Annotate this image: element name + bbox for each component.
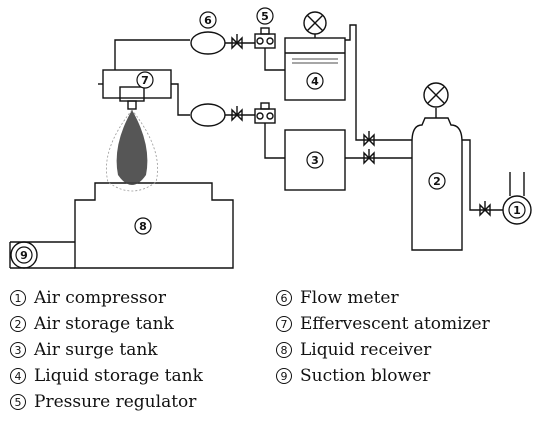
legend-item-flow-meter: 6 Flow meter (276, 288, 399, 308)
marker-liquid-storage-tank: 4 (306, 72, 324, 90)
legend-number: 9 (276, 368, 292, 384)
pressure-regulator-bottom (254, 102, 276, 124)
legend-number: 4 (10, 368, 26, 384)
marker-air-surge-tank: 3 (306, 151, 324, 169)
marker-effervescent-atomizer: 7 (136, 71, 154, 89)
marker-pressure-regulator: 5 (256, 7, 274, 25)
svg-text:2: 2 (433, 175, 441, 188)
legend: 1 Air compressor 2 Air storage tank 3 Ai… (0, 282, 534, 424)
svg-text:5: 5 (261, 10, 269, 23)
legend-label: Air compressor (34, 288, 166, 308)
marker-suction-blower: 9 (15, 246, 33, 264)
marker-flow-meter: 6 (199, 11, 217, 29)
legend-number: 8 (276, 342, 292, 358)
schematic-diagram: 1 2 3 4 5 6 7 8 9 (9, 7, 532, 269)
legend-item-air-surge-tank: 3 Air surge tank (10, 340, 158, 360)
legend-label: Liquid receiver (300, 340, 432, 360)
legend-label: Suction blower (300, 366, 431, 386)
svg-text:6: 6 (204, 14, 212, 27)
valve-top (231, 34, 243, 50)
svg-text:4: 4 (311, 75, 319, 88)
legend-number: 3 (10, 342, 26, 358)
marker-air-compressor: 1 (508, 201, 526, 219)
air-surge-tank (284, 129, 346, 191)
pipe-network (114, 24, 503, 211)
valve-liquid-line (363, 131, 375, 147)
valve-air-line (363, 149, 375, 165)
flow-meter-top (190, 31, 226, 55)
pressure-regulator-top (254, 27, 276, 49)
legend-label: Effervescent atomizer (300, 314, 490, 334)
svg-text:8: 8 (139, 220, 147, 233)
flow-meter-bottom (190, 103, 226, 127)
legend-item-air-compressor: 1 Air compressor (10, 288, 166, 308)
svg-text:7: 7 (141, 74, 149, 87)
svg-text:1: 1 (513, 204, 521, 217)
legend-item-liquid-storage-tank: 4 Liquid storage tank (10, 366, 203, 386)
svg-text:9: 9 (20, 249, 28, 262)
legend-label: Liquid storage tank (34, 366, 203, 386)
marker-air-storage-tank: 2 (428, 172, 446, 190)
legend-number: 2 (10, 316, 26, 332)
legend-item-liquid-receiver: 8 Liquid receiver (276, 340, 431, 360)
svg-text:3: 3 (311, 154, 319, 167)
liquid-storage-tank (284, 11, 346, 101)
legend-number: 1 (10, 290, 26, 306)
legend-number: 6 (276, 290, 292, 306)
liquid-receiver (74, 182, 234, 269)
legend-number: 5 (10, 394, 26, 410)
legend-item-effervescent-atomizer: 7 Effervescent atomizer (276, 314, 490, 334)
legend-label: Air storage tank (34, 314, 174, 334)
legend-label: Air surge tank (34, 340, 158, 360)
spray-plume (106, 109, 158, 192)
marker-liquid-receiver: 8 (134, 217, 152, 235)
legend-item-suction-blower: 9 Suction blower (276, 366, 430, 386)
legend-label: Pressure regulator (34, 392, 197, 412)
legend-item-air-storage-tank: 2 Air storage tank (10, 314, 174, 334)
suction-blower (9, 241, 75, 269)
valve-compressor (479, 201, 491, 217)
valve-bottom (231, 106, 243, 122)
effervescent-atomizer (98, 69, 172, 110)
legend-number: 7 (276, 316, 292, 332)
legend-label: Flow meter (300, 288, 399, 308)
air-storage-tank (411, 82, 463, 251)
legend-item-pressure-regulator: 5 Pressure regulator (10, 392, 196, 412)
